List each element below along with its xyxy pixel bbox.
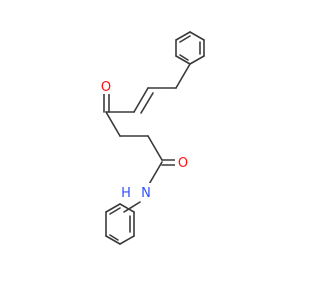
alkene-double-bond-b — [140, 92, 154, 114]
amide-nitrogen-label: N — [141, 186, 151, 201]
amide-carbon-to-n-bond — [147, 161, 163, 187]
top-phenyl-ring — [175, 31, 205, 65]
ketone-oxygen-label: O — [101, 80, 111, 95]
molecule-structure: O O N H — [0, 0, 300, 300]
alkene-double-bond-a — [133, 87, 149, 113]
amide-n-mask — [136, 183, 152, 201]
carbon-chain — [103, 63, 191, 213]
background — [0, 0, 300, 300]
ring-to-ch2-bond — [175, 63, 191, 89]
amide-hydrogen-label: H — [121, 186, 131, 201]
amide-oxygen-mask — [175, 154, 191, 170]
ketone-carbon-to-ch2-bond — [105, 111, 121, 137]
ketone-oxygen-mask — [98, 78, 114, 94]
n-to-ring-bond — [123, 201, 141, 213]
ch2-to-amide-carbon-bond — [147, 135, 163, 161]
amide-oxygen-label: O — [178, 156, 188, 171]
bottom-phenyl-ring — [105, 203, 135, 245]
